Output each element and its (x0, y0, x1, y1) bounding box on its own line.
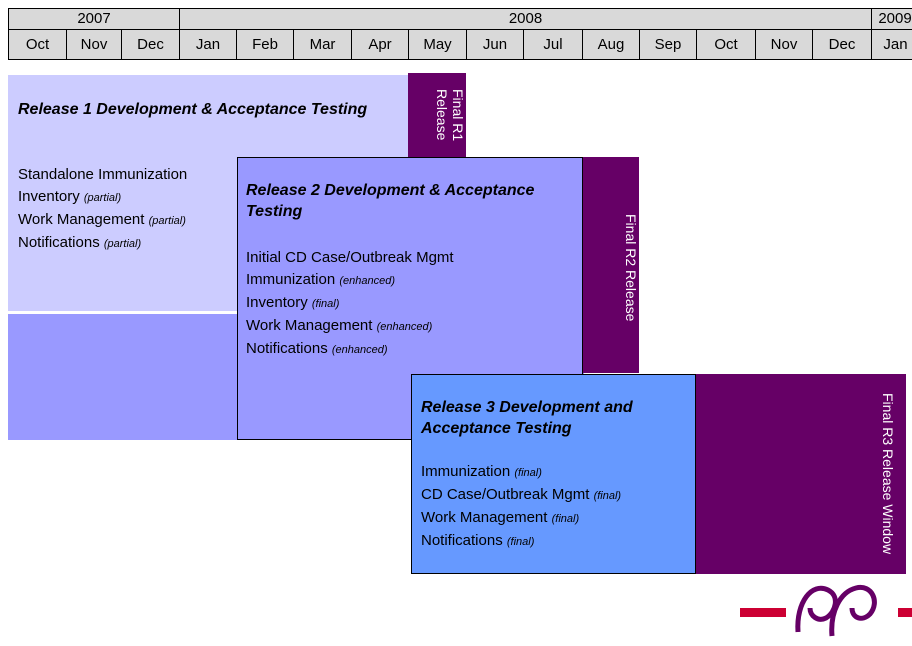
year-2007: 2007 (8, 8, 180, 30)
release1-item: Work Management (partial) (18, 209, 238, 232)
release3-item-text: CD Case/Outbreak Mgmt (421, 486, 590, 503)
month-4: Feb (236, 29, 294, 60)
month-14: Dec (812, 29, 872, 60)
year-2009: 2009 (871, 8, 912, 30)
month-9: Jul (523, 29, 583, 60)
release3-title: Release 3 Development and Acceptance Tes… (421, 399, 633, 437)
release3-item: Notifications (final) (421, 530, 691, 553)
month-2: Dec (121, 29, 180, 60)
release2-item-text: Initial CD Case/Outbreak Mgmt (246, 249, 454, 266)
release1-item-text: Inventory (18, 188, 80, 205)
month-8: Jun (466, 29, 524, 60)
release2-item: Immunization (enhanced) (246, 269, 576, 292)
month-6: Apr (351, 29, 409, 60)
release1-item: Standalone Immunization (18, 164, 238, 186)
month-3: Jan (179, 29, 237, 60)
release2-item-qualifier: (enhanced) (376, 321, 433, 333)
release1-item: Inventory (partial) (18, 186, 238, 209)
release1-item-text: Standalone Immunization (18, 166, 188, 183)
release2-item: Work Management (enhanced) (246, 315, 576, 338)
release3-item-text: Notifications (421, 532, 503, 549)
release3-item: Work Management (final) (421, 507, 691, 530)
release3-item-text: Immunization (421, 463, 511, 480)
release1-final-block (408, 73, 466, 157)
release2-item: Initial CD Case/Outbreak Mgmt (246, 247, 576, 269)
release1-item: Notifications (partial) (18, 232, 238, 255)
release3-items: Immunization (final)CD Case/Outbreak Mgm… (421, 461, 691, 553)
release2-item-text: Immunization (246, 271, 336, 288)
release3-item: Immunization (final) (421, 461, 691, 484)
release3-item-qualifier: (final) (514, 467, 542, 479)
release2-item-qualifier: (enhanced) (331, 344, 388, 356)
month-12: Oct (696, 29, 756, 60)
release2-item-text: Inventory (246, 294, 308, 311)
release3-block (411, 374, 696, 574)
release2-item: Inventory (final) (246, 292, 576, 315)
release3-final-label: Final R3 Release Window (880, 393, 896, 555)
month-15: Jan (871, 29, 912, 60)
release1-title: Release 1 Development & Acceptance Testi… (18, 101, 368, 118)
release3-item-qualifier: (final) (506, 536, 535, 548)
release3-final-block (696, 374, 906, 574)
release2-item-text: Notifications (246, 340, 328, 357)
release3-item-qualifier: (final) (593, 490, 622, 502)
release2-item-text: Work Management (246, 317, 373, 334)
release2-title: Release 2 Development & Acceptance Testi… (246, 182, 535, 220)
year-2008: 2008 (179, 8, 872, 30)
release2-final-label: Final R2 Release (623, 214, 639, 322)
release3-item-qualifier: (final) (551, 513, 580, 525)
month-10: Aug (582, 29, 640, 60)
release2-item-qualifier: (final) (311, 298, 340, 310)
release1-item-text: Work Management (18, 211, 145, 228)
month-1: Nov (66, 29, 122, 60)
month-11: Sep (639, 29, 697, 60)
month-7: May (408, 29, 467, 60)
release2-item: Notifications (enhanced) (246, 338, 576, 361)
release2-final-block (583, 157, 639, 373)
release3-item: CD Case/Outbreak Mgmt (final) (421, 484, 691, 507)
release1-final-label: Final R1 Release (434, 88, 466, 142)
month-0: Oct (8, 29, 67, 60)
people-logo-icon (740, 584, 912, 637)
release3-item-text: Work Management (421, 509, 548, 526)
release1-item-qualifier: (partial) (103, 238, 142, 250)
release1-item-text: Notifications (18, 234, 100, 251)
month-5: Mar (293, 29, 352, 60)
release2-item-qualifier: (enhanced) (339, 275, 396, 287)
release1-item-qualifier: (partial) (148, 215, 186, 227)
release1-item-qualifier: (partial) (83, 192, 122, 204)
month-13: Nov (755, 29, 813, 60)
